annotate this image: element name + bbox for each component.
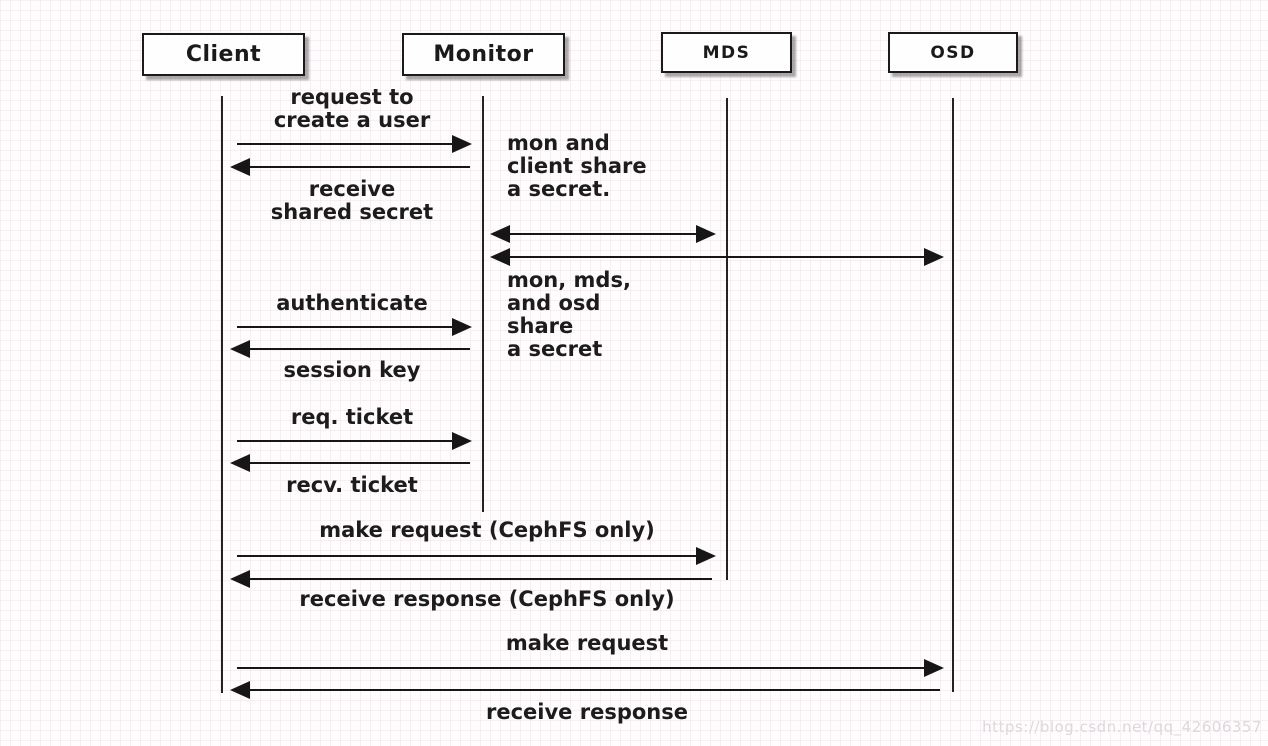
label-recv-ticket: recv. ticket [286, 473, 418, 497]
arrow-shaft [246, 578, 712, 580]
arrow-shaft [246, 689, 940, 691]
label-make-request-osd: make request [505, 631, 669, 655]
arrow-req-ticket [237, 432, 472, 450]
arrowhead-left-icon [230, 158, 250, 176]
arrow-shaft [506, 233, 700, 235]
lifeline-mds [726, 98, 728, 580]
arrow-session-key [230, 340, 470, 358]
label-req-ticket: req. ticket [290, 405, 414, 429]
arrow-recv-ticket [230, 454, 470, 472]
arrowhead-left-icon [230, 681, 250, 699]
arrow-mon-osd-secret [490, 248, 944, 266]
lifeline-monitor [482, 96, 484, 512]
arrow-request-create-user [237, 135, 472, 153]
arrow-shaft [246, 348, 470, 350]
arrowhead-right-icon [924, 248, 944, 266]
label-session-key: session key [283, 358, 421, 382]
label-receive-response-osd: receive response [486, 700, 688, 724]
actor-monitor: Monitor [402, 33, 565, 76]
arrow-authenticate [237, 318, 472, 336]
arrowhead-right-icon [452, 432, 472, 450]
arrow-shaft [237, 143, 456, 145]
actor-osd: OSD [888, 32, 1018, 73]
lifeline-client [221, 96, 223, 693]
label-receive-response-cephfs: receive response (CephFS only) [299, 587, 675, 611]
arrowhead-left-icon [490, 248, 510, 266]
arrow-make-request-osd [237, 659, 944, 677]
arrow-receive-response-cephfs [230, 570, 712, 588]
arrow-make-request-cephfs [237, 547, 716, 565]
label-authenticate: authenticate [276, 291, 428, 315]
arrowhead-right-icon [452, 135, 472, 153]
arrow-shaft [237, 667, 928, 669]
lifeline-osd [952, 98, 954, 692]
label-request-create-user: request to create a user [273, 85, 431, 132]
arrow-mon-mds-secret [490, 225, 716, 243]
arrowhead-right-icon [452, 318, 472, 336]
actor-mds: MDS [661, 32, 792, 73]
note-mon-mds-osd-secret: mon, mds, and osd share a secret [507, 268, 631, 361]
note-mon-client-secret: mon and client share a secret. [507, 131, 647, 201]
arrowhead-left-icon [230, 454, 250, 472]
arrowhead-right-icon [924, 659, 944, 677]
arrow-shaft [237, 555, 700, 557]
arrow-shaft [237, 440, 456, 442]
arrow-shaft [237, 326, 456, 328]
arrowhead-right-icon [696, 225, 716, 243]
arrow-receive-response-osd [230, 681, 940, 699]
arrowhead-left-icon [490, 225, 510, 243]
arrowhead-left-icon [230, 340, 250, 358]
watermark-url: https://blog.csdn.net/qq_42606357 [982, 718, 1262, 736]
arrow-shaft [506, 256, 928, 258]
actor-client: Client [142, 33, 305, 76]
label-make-request-cephfs: make request (CephFS only) [319, 518, 655, 542]
label-receive-shared-secret: receive shared secret [270, 177, 434, 224]
arrowhead-left-icon [230, 570, 250, 588]
arrow-shaft [246, 462, 470, 464]
arrow-receive-shared-secret [230, 158, 470, 176]
arrowhead-right-icon [696, 547, 716, 565]
arrow-shaft [246, 166, 470, 168]
